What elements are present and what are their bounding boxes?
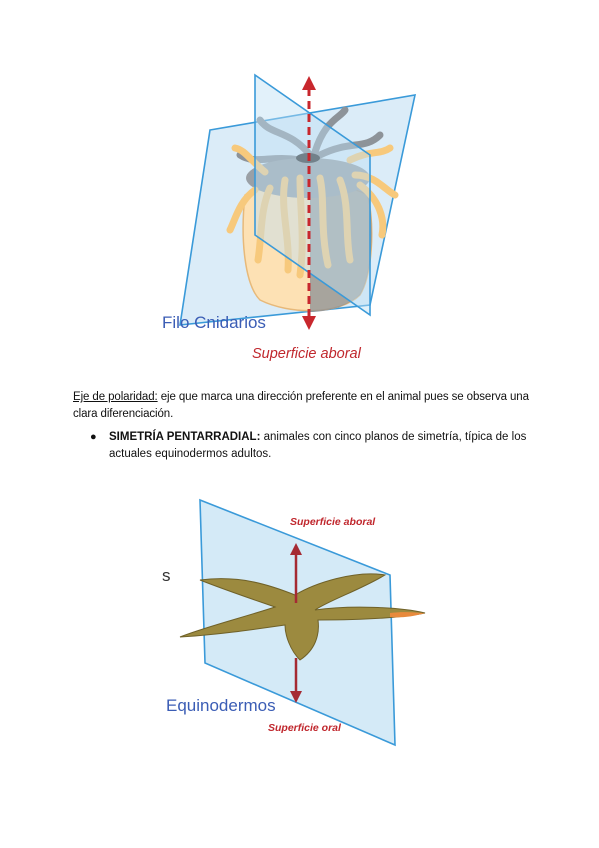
pentaradial-term: SIMETRÍA PENTARRADIAL: (109, 431, 261, 443)
cut-letter: s (162, 566, 171, 585)
polarity-axis-term: Eje de polaridad: (73, 391, 158, 403)
pentaradial-bullet-text: SIMETRÍA PENTARRADIAL: animales con cinc… (109, 429, 529, 463)
phylum-label-equinodermos: Equinodermos (166, 696, 276, 715)
starfish-axis-arrows (290, 543, 302, 703)
surface-label-aboral-2: Superficie aboral (290, 516, 376, 528)
starfish-arm-tip (390, 612, 425, 618)
polarity-axis-definition: eje que marca una dirección preferente e… (73, 391, 529, 420)
phylum-label-cnidarios: Filo Cnidarios (162, 313, 266, 332)
tentacles-front (226, 144, 399, 279)
oral-disk (246, 158, 370, 198)
surface-label-oral: Superficie oral (268, 722, 342, 734)
starfish-body (179, 573, 426, 661)
cnidarian-figure: Filo Cnidarios Superficie aboral (162, 73, 417, 362)
polarity-axis-paragraph: Eje de polaridad: eje que marca una dire… (73, 389, 533, 423)
pentaradial-definition: animales con cinco planos de simetría, t… (109, 431, 527, 460)
bullet-dot-icon: ● (90, 431, 97, 443)
surface-label-aboral-1: Superficie aboral (252, 346, 362, 362)
polarity-axis-arrow (302, 76, 316, 330)
symmetry-plane-front (254, 73, 371, 317)
starfish-figure: Superficie aboral Superficie oral Equino… (162, 498, 426, 747)
